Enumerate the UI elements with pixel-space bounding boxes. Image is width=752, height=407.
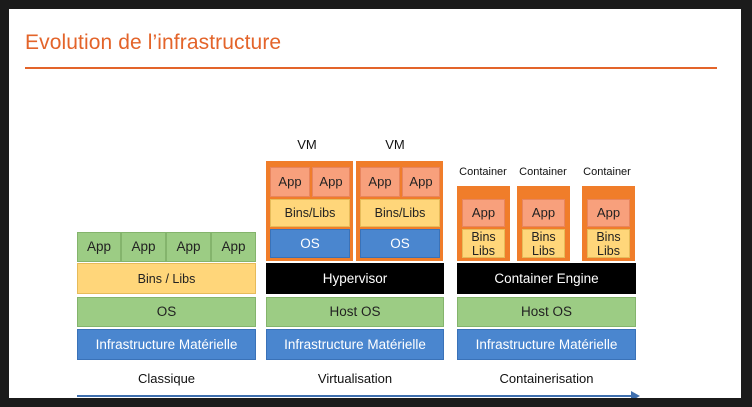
classique-app-3: App xyxy=(166,232,211,262)
virtualisation-host-os: Host OS xyxy=(266,297,444,327)
container-3-libs: Libs xyxy=(597,243,620,258)
container-2-app: App xyxy=(522,199,565,227)
container-engine: Container Engine xyxy=(457,263,636,294)
containerisation-infra: Infrastructure Matérielle xyxy=(457,329,636,360)
containerisation-label: Containerisation xyxy=(499,371,594,386)
vm-1-bins-libs: Bins/Libs xyxy=(270,199,350,227)
evolution-arrow-line xyxy=(77,395,633,397)
vm-2-app-1: App xyxy=(360,167,400,197)
container-3-bins-libs: Bins Libs xyxy=(587,229,630,258)
classique-os: OS xyxy=(77,297,256,327)
classique-app-4: App xyxy=(211,232,256,262)
slide: Evolution de l’infrastructure App App Ap… xyxy=(9,9,741,398)
classique-app-2: App xyxy=(121,232,166,262)
vm-2-app-2: App xyxy=(402,167,440,197)
classique-infra: Infrastructure Matérielle xyxy=(77,329,256,360)
title-underline xyxy=(25,67,717,69)
container-2-libs: Libs xyxy=(532,243,555,258)
container-2-bins: Bins xyxy=(531,229,556,244)
classique-bins-libs: Bins / Libs xyxy=(77,263,256,294)
container-3-bins: Bins xyxy=(596,229,621,244)
container-1-bins-libs: Bins Libs xyxy=(462,229,505,258)
container-1-app: App xyxy=(462,199,505,227)
classique-label: Classique xyxy=(137,371,196,386)
evolution-arrow-head xyxy=(631,391,640,398)
vm-1-app-1: App xyxy=(270,167,310,197)
vm-1-os: OS xyxy=(270,229,350,258)
container-label-1: Container xyxy=(459,166,507,178)
classique-app-1: App xyxy=(77,232,121,262)
container-1-libs: Libs xyxy=(472,243,495,258)
virtualisation-label: Virtualisation xyxy=(317,371,393,386)
container-2-bins-libs: Bins Libs xyxy=(522,229,565,258)
container-label-2: Container xyxy=(519,166,567,178)
vm-label-1: VM xyxy=(297,137,317,152)
hypervisor: Hypervisor xyxy=(266,263,444,294)
vm-2-bins-libs: Bins/Libs xyxy=(360,199,440,227)
slide-title: Evolution de l’infrastructure xyxy=(25,31,282,54)
vm-1-app-2: App xyxy=(312,167,350,197)
container-label-3: Container xyxy=(583,166,631,178)
vm-label-2: VM xyxy=(385,137,405,152)
containerisation-host-os: Host OS xyxy=(457,297,636,327)
vm-2-os: OS xyxy=(360,229,440,258)
container-1-bins: Bins xyxy=(471,229,496,244)
container-3-app: App xyxy=(587,199,630,227)
virtualisation-infra: Infrastructure Matérielle xyxy=(266,329,444,360)
